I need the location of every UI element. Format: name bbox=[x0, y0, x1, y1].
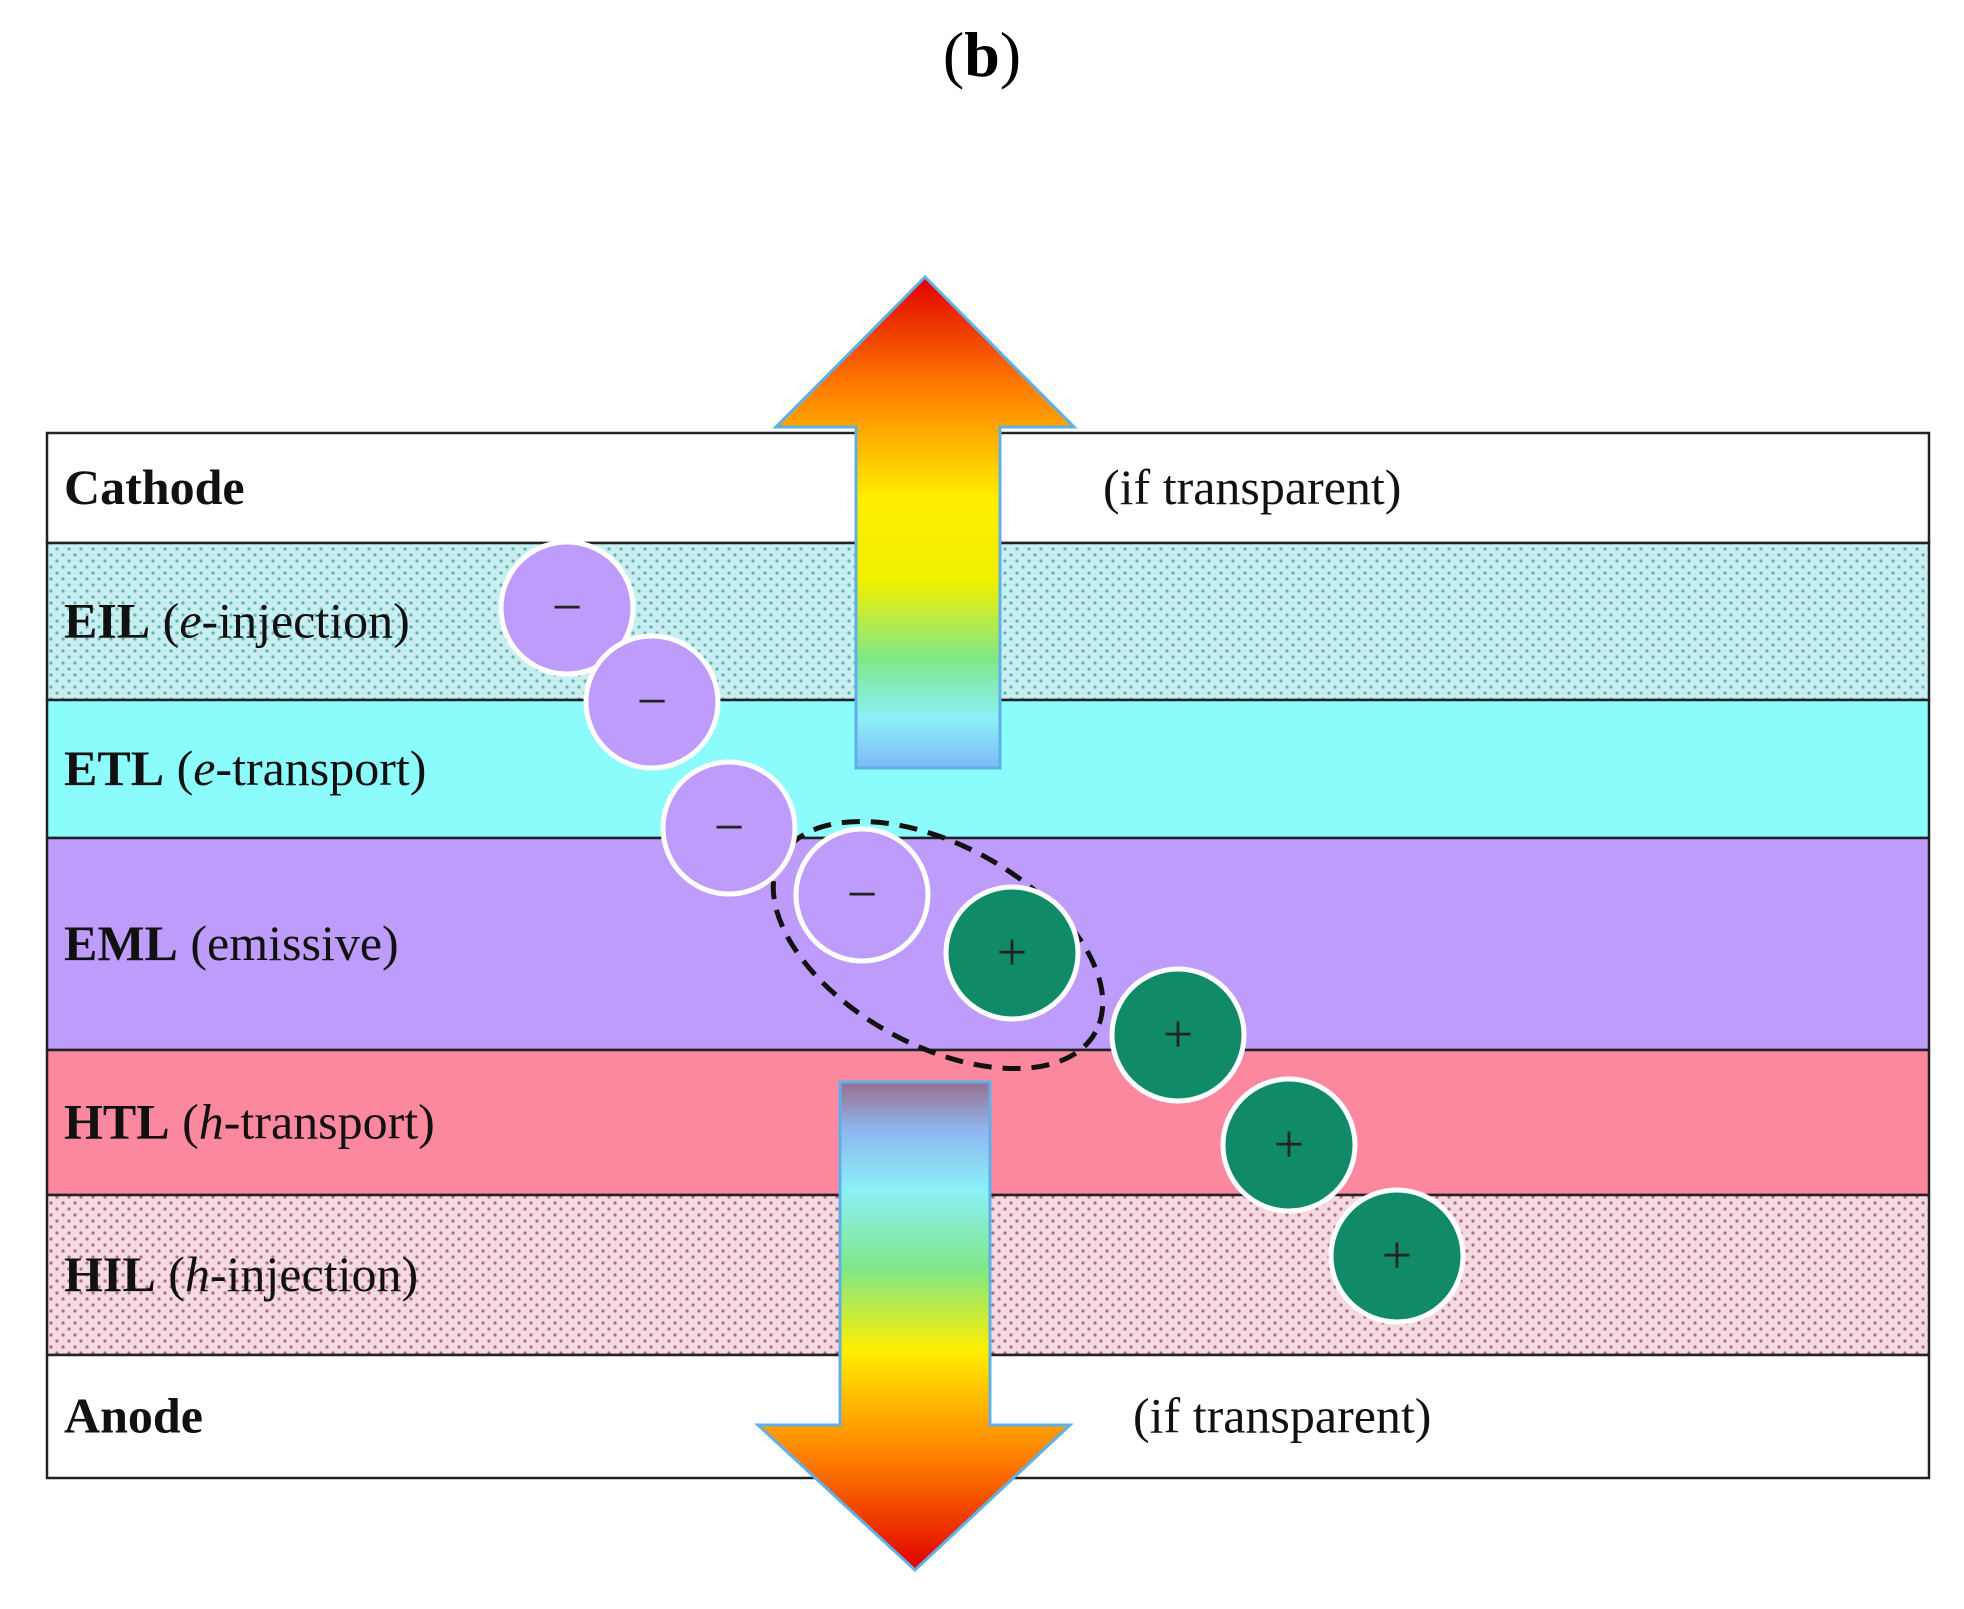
layer-label-eml: EML (emissive) bbox=[64, 915, 399, 971]
layer-label-anode: Anode bbox=[64, 1388, 203, 1444]
hole-charge-icon: + bbox=[1220, 1076, 1358, 1214]
svg-text:+: + bbox=[1274, 1114, 1304, 1174]
svg-text:−: − bbox=[714, 797, 744, 857]
layer-label-etl: ETL (e-transport) bbox=[64, 740, 426, 796]
svg-text:−: − bbox=[552, 577, 582, 637]
layer-label-htl: HTL (h-transport) bbox=[64, 1094, 435, 1150]
electron-charge-icon: − bbox=[793, 826, 931, 964]
svg-text:+: + bbox=[1382, 1225, 1412, 1285]
hole-charge-icon: + bbox=[943, 884, 1081, 1022]
svg-text:−: − bbox=[847, 864, 877, 924]
layer-label-eil: EIL (e-injection) bbox=[64, 593, 410, 649]
layer-note-anode: (if transparent) bbox=[1133, 1388, 1431, 1444]
emission-arrow-up-icon bbox=[772, 274, 1078, 770]
svg-text:+: + bbox=[997, 922, 1027, 982]
layer-label-cathode: Cathode bbox=[64, 459, 245, 515]
electron-charge-icon: − bbox=[498, 539, 636, 677]
svg-text:−: − bbox=[637, 671, 667, 731]
electron-charge-icon: − bbox=[583, 633, 721, 771]
hole-charge-icon: + bbox=[1109, 966, 1247, 1104]
layer-label-hil: HIL (h-injection) bbox=[64, 1246, 418, 1302]
electron-charge-icon: − bbox=[660, 759, 798, 897]
layer-note-cathode: (if transparent) bbox=[1103, 459, 1401, 515]
svg-text:+: + bbox=[1163, 1004, 1193, 1064]
charge-carriers: −−−−++++ bbox=[498, 539, 1466, 1325]
hole-charge-icon: + bbox=[1328, 1187, 1466, 1325]
emission-arrow-down-icon bbox=[754, 1080, 1074, 1573]
panel-label: (b) bbox=[942, 19, 1022, 90]
